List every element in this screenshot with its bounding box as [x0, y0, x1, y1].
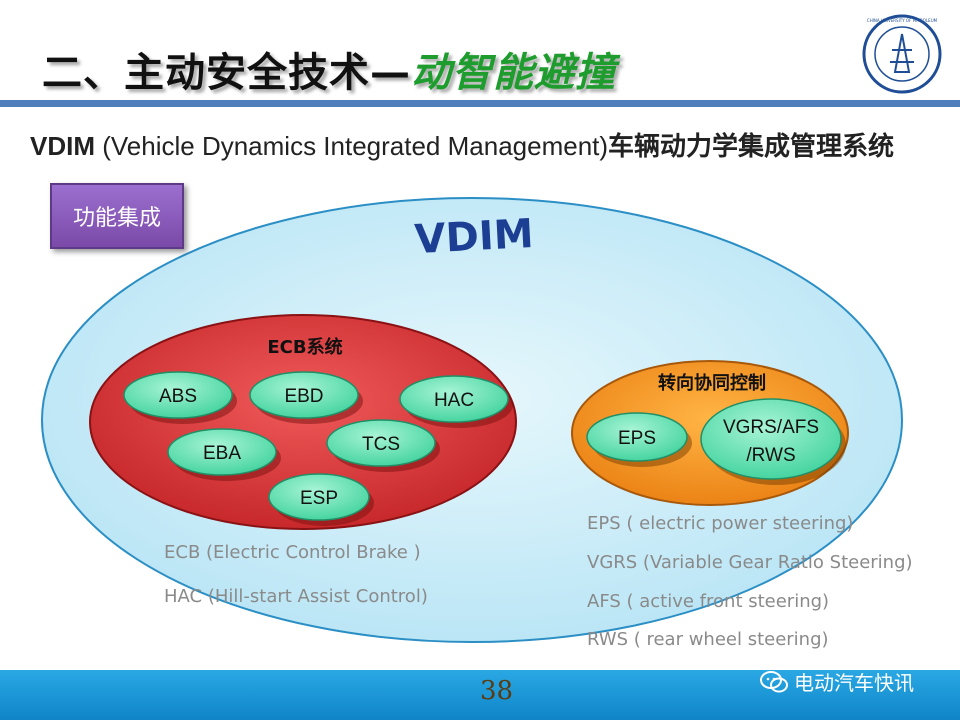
- pill-vgrs: VGRS/AFS /RWS: [700, 398, 846, 485]
- watermark: 电动汽车快讯: [760, 667, 914, 696]
- steer-label: 转向协同控制: [658, 372, 766, 394]
- outer-label: VDIM: [414, 211, 535, 263]
- note-vgrs: VGRS (Variable Gear Ratio Steering): [587, 552, 913, 573]
- function-integration-badge: 功能集成: [50, 183, 184, 249]
- logo-text: CHINA UNIVERSITY OF PETROLEUM: [867, 18, 938, 23]
- pill-label: ABS: [159, 386, 197, 407]
- subtitle: VDIM (Vehicle Dynamics Integrated Manage…: [30, 126, 894, 163]
- pill-label: HAC: [434, 390, 474, 411]
- pill-eps: EPS: [586, 412, 692, 467]
- subtitle-expansion: (Vehicle Dynamics Integrated Management): [95, 131, 609, 161]
- university-logo-icon: CHINA UNIVERSITY OF PETROLEUM: [862, 14, 942, 94]
- note-ecb: ECB (Electric Control Brake ): [164, 542, 421, 563]
- title-main: 二、主动安全技术—: [42, 50, 411, 96]
- pill-label: EBA: [203, 443, 241, 464]
- header-rule: [0, 100, 960, 107]
- pill-label: EPS: [618, 428, 656, 449]
- pill-ebd: EBD: [249, 371, 363, 424]
- title-accent: 动智能避撞: [411, 50, 616, 96]
- note-afs: AFS ( active front steering): [587, 591, 829, 612]
- page-number: 38: [480, 676, 514, 706]
- pill-abs: ABS: [123, 371, 237, 424]
- note-hac: HAC (Hill-start Assist Control): [164, 586, 428, 607]
- pill-label: TCS: [362, 434, 400, 455]
- ecb-label: ECB系统: [267, 336, 342, 358]
- pill-esp: ESP: [268, 473, 374, 526]
- pill-label: ESP: [300, 488, 338, 509]
- footer-bar: [0, 670, 960, 720]
- watermark-text: 电动汽车快讯: [794, 671, 914, 695]
- subtitle-cn: 车辆动力学集成管理系统: [608, 131, 895, 161]
- pill-label: EBD: [284, 386, 323, 407]
- note-rws: RWS ( rear wheel steering): [587, 629, 829, 650]
- wechat-icon: [760, 670, 788, 692]
- note-eps: EPS ( electric power steering): [587, 513, 853, 534]
- pill-label-line2: /RWS: [746, 445, 795, 466]
- pill-hac: HAC: [399, 375, 513, 428]
- slide-title: 二、主动安全技术—动智能避撞: [42, 40, 616, 98]
- pill-tcs: TCS: [326, 419, 440, 472]
- pill-eba: EBA: [167, 428, 281, 481]
- subtitle-abbr: VDIM: [30, 131, 95, 161]
- pill-label-line1: VGRS/AFS: [723, 417, 819, 438]
